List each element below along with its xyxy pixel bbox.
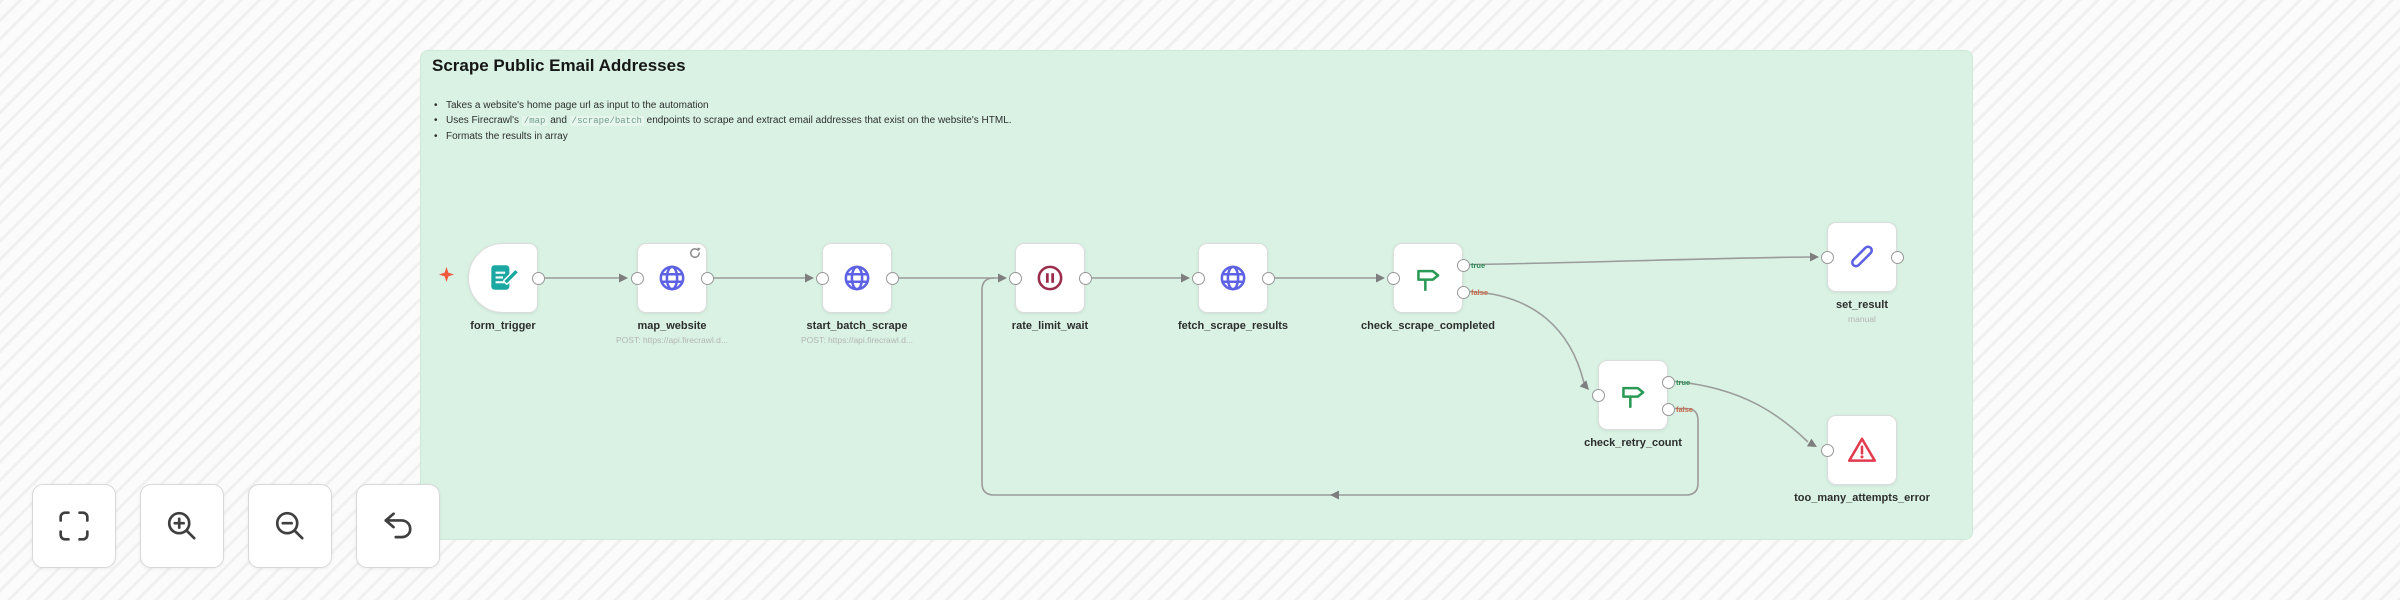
- node-label: check_scrape_completed: [1361, 320, 1495, 332]
- node-label: check_retry_count: [1584, 437, 1682, 449]
- arrowhead: [805, 273, 814, 283]
- bullet-3-text: Formats the results in array: [446, 131, 568, 142]
- node-label: too_many_attempts_error: [1794, 492, 1930, 504]
- bullet-2-text: and: [547, 115, 570, 126]
- node-label: form_trigger: [470, 320, 536, 332]
- connection-retry-false-loop: [981, 277, 1699, 496]
- output-port-true[interactable]: [1661, 376, 1675, 389]
- output-port[interactable]: [1261, 271, 1275, 285]
- sticky-note-title: Scrape Public Email Addresses: [432, 56, 686, 75]
- arrowhead: [998, 273, 1007, 283]
- arrowhead: [1181, 273, 1190, 283]
- connection-check-false-to-retry: [1469, 290, 1585, 384]
- output-label-true: true: [1676, 378, 1691, 387]
- input-port[interactable]: [1820, 443, 1834, 457]
- node-fetch-scrape-results[interactable]: fetch_scrape_results: [1178, 243, 1288, 332]
- warning-icon: [1847, 437, 1877, 462]
- output-port[interactable]: [1890, 250, 1904, 264]
- node-label: fetch_scrape_results: [1177, 320, 1289, 332]
- output-port[interactable]: [1078, 271, 1092, 285]
- undo-button[interactable]: [356, 484, 440, 568]
- node-label: set_result: [1836, 299, 1888, 311]
- pause-icon: [1037, 265, 1063, 291]
- fit-view-button[interactable]: [32, 484, 116, 568]
- sticky-note-bullets: • Takes a website's home page url as inpu…: [434, 98, 1012, 144]
- output-port[interactable]: [531, 271, 545, 285]
- input-port[interactable]: [1008, 271, 1022, 285]
- pencil-icon: [1850, 245, 1874, 268]
- output-label-true: true: [1471, 261, 1486, 270]
- output-port-false[interactable]: [1456, 286, 1470, 299]
- output-port[interactable]: [700, 271, 714, 285]
- node-check-scrape-completed[interactable]: true false check_scrape_completed: [1361, 243, 1495, 332]
- trigger-spark-icon: [439, 267, 454, 282]
- bullet-1-text: Takes a website's home page url as input…: [446, 100, 709, 111]
- node-subtitle: manual: [1848, 314, 1876, 324]
- form-pencil-icon: [491, 265, 520, 290]
- arrowhead: [1376, 273, 1385, 283]
- zoom-in-button[interactable]: [140, 484, 224, 568]
- bullet-dot: •: [434, 115, 438, 126]
- node-rate-limit-wait[interactable]: rate_limit_wait: [1008, 243, 1092, 332]
- node-check-retry-count[interactable]: true false check_retry_count: [1584, 360, 1693, 449]
- input-port[interactable]: [1191, 271, 1205, 285]
- node-subtitle: POST: https://api.firecrawl.d...: [801, 335, 913, 345]
- zoom-out-icon: [275, 511, 304, 540]
- input-port[interactable]: [1386, 271, 1400, 285]
- connection-retry-true-to-error: [1674, 380, 1809, 443]
- bullet-2-text: Uses Firecrawl's: [446, 115, 522, 126]
- bullet-2-text: endpoints to scrape and extract email ad…: [643, 115, 1012, 126]
- input-port[interactable]: [1591, 388, 1605, 402]
- bullet-3: • Formats the results in array: [434, 129, 1012, 144]
- undo-icon: [384, 512, 412, 539]
- node-subtitle: POST: https://api.firecrawl.d...: [616, 335, 728, 345]
- output-label-false: false: [1471, 288, 1489, 297]
- inline-code-scrape-batch: /scrape/batch: [569, 116, 644, 126]
- arrowhead: [619, 273, 628, 283]
- node-start-batch-scrape[interactable]: start_batch_scrape POST: https://api.fir…: [801, 243, 913, 345]
- input-port[interactable]: [815, 271, 829, 285]
- node-too-many-attempts-error[interactable]: too_many_attempts_error: [1794, 415, 1930, 504]
- signpost-icon: [1417, 269, 1440, 291]
- arrowhead: [1579, 380, 1589, 390]
- retry-icon: [690, 247, 701, 258]
- bullet-dot: •: [434, 100, 438, 111]
- arrowhead: [1330, 490, 1339, 500]
- fit-view-icon: [59, 511, 89, 541]
- bullet-1: • Takes a website's home page url as inpu…: [434, 98, 1012, 113]
- globe-icon: [659, 265, 685, 291]
- node-set-result[interactable]: set_result manual: [1820, 222, 1904, 324]
- node-map-website[interactable]: map_website POST: https://api.firecrawl.…: [616, 243, 728, 345]
- zoom-out-button[interactable]: [248, 484, 332, 568]
- node-form-trigger[interactable]: form_trigger: [468, 243, 545, 332]
- zoom-in-icon: [167, 511, 196, 540]
- node-label: map_website: [637, 320, 707, 332]
- arrowhead: [1810, 252, 1819, 262]
- output-port[interactable]: [885, 271, 899, 285]
- signpost-icon: [1622, 386, 1645, 408]
- arrowhead: [1806, 438, 1817, 447]
- node-label: rate_limit_wait: [1011, 320, 1089, 332]
- globe-icon: [1220, 265, 1246, 291]
- bullet-dot: •: [434, 131, 438, 142]
- input-port[interactable]: [1820, 250, 1834, 264]
- input-port[interactable]: [630, 271, 644, 285]
- output-port-true[interactable]: [1456, 259, 1470, 272]
- connection-check-true-to-set-result: [1469, 256, 1811, 266]
- inline-code-map: /map: [521, 116, 548, 126]
- globe-icon: [844, 265, 870, 291]
- bullet-2: • Uses Firecrawl's /map and /scrape/batch…: [434, 113, 1012, 129]
- output-port-false[interactable]: [1661, 403, 1675, 416]
- node-label: start_batch_scrape: [806, 320, 908, 332]
- output-label-false: false: [1676, 405, 1694, 414]
